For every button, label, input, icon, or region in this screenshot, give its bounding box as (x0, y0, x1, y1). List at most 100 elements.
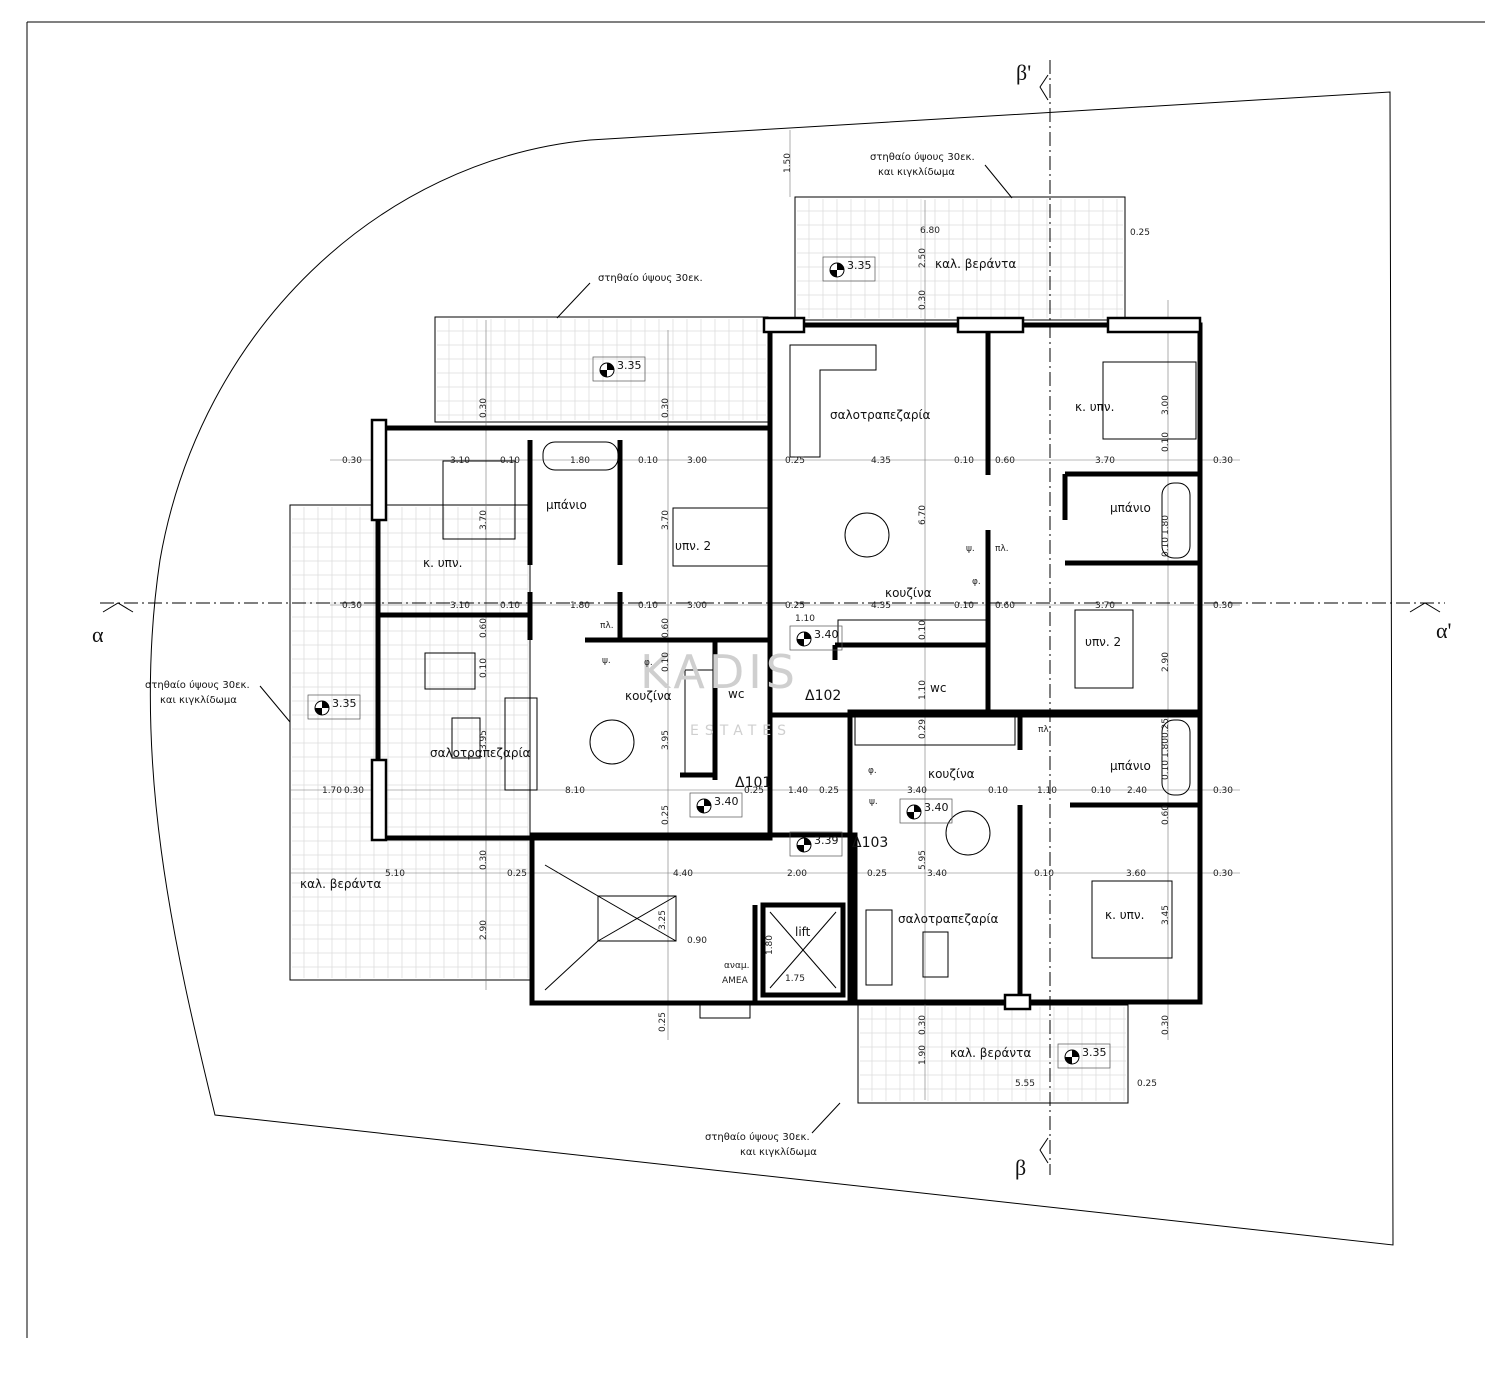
tile-grid (860, 1007, 1126, 1101)
coffee-table (922, 931, 949, 978)
dimension-label: 3.00 (687, 456, 707, 466)
level-value: 3.40 (714, 795, 739, 808)
dining-table (945, 810, 991, 856)
dimension-label: 0.90 (687, 936, 707, 946)
sofa (789, 344, 877, 458)
dimension-label: 1.80 (1161, 515, 1171, 535)
label-fridge-d101: ψ. (602, 656, 611, 666)
dimension-label: 0.10 (918, 620, 928, 640)
dimension-label: 5.10 (385, 869, 405, 879)
dimension-label: 4.40 (673, 869, 693, 879)
dimension-label: 0.30 (1161, 1015, 1171, 1035)
section-marker-b: β (1015, 1155, 1026, 1180)
label-oven-d102: φ. (972, 577, 981, 587)
label-oven-d103: φ. (868, 766, 877, 776)
dimension-label: 3.00 (1161, 395, 1171, 415)
dimension-label: 1.80 (765, 935, 775, 955)
dimension-label: 0.30 (1213, 456, 1233, 466)
dimension-label: 0.25 (1137, 1079, 1157, 1089)
dimension-label: 0.10 (1034, 869, 1054, 879)
dimension-label: 3.95 (661, 730, 671, 750)
dimension-label: 3.45 (1161, 905, 1171, 925)
bathtub (542, 441, 619, 471)
level-value: 3.40 (814, 628, 839, 641)
bed (1074, 609, 1134, 689)
room-labels: καλ. βεράντα καλ. βεράντα καλ. βεράντα σ… (300, 257, 1151, 1060)
dimension-label: 0.25 (785, 601, 805, 611)
note-parapet-bottom-2: και κιγκλίδωμα (740, 1146, 817, 1158)
dimension-label: 2.90 (479, 920, 489, 940)
apartment-d103: Δ103 (852, 835, 888, 851)
note-parapet-left-1: στηθαίο ύψους 30εκ. (145, 679, 250, 691)
level-marker: 3.35 (592, 356, 646, 382)
dimension-label: 4.35 (871, 456, 891, 466)
plot-boundary (149, 91, 1394, 1246)
level-marker: 3.35 (307, 694, 361, 720)
label-bath-d103: μπάνιο (1110, 759, 1151, 773)
veranda-bottom (857, 1004, 1129, 1104)
label-oven-d101: φ. (644, 658, 653, 668)
label-fridge-d102: ψ. (966, 544, 975, 554)
section-marker-a-prime: α' (1436, 618, 1452, 643)
label-bath-d101: μπάνιο (546, 498, 587, 512)
label-living-d103: σαλοτραπεζαρία (898, 912, 999, 926)
dimension-label: 2.90 (1161, 652, 1171, 672)
dimension-label: 0.30 (918, 1015, 928, 1035)
section-arrow-icon (102, 602, 134, 613)
dimension-label: 0.30 (1213, 786, 1233, 796)
label-kitchen-d103: κουζίνα (928, 767, 975, 781)
watermark-brand: KADIS (640, 645, 799, 699)
dimension-label: 1.70 (322, 786, 342, 796)
label-laundry-d101: πλ. (600, 621, 614, 631)
level-marker: 3.39 (789, 831, 843, 857)
level-marker: 3.40 (899, 798, 953, 824)
dining-table (589, 719, 635, 765)
dimension-label: 0.10 (500, 456, 520, 466)
dimension-label: 0.29 (918, 719, 928, 739)
level-marker: 3.40 (789, 625, 843, 651)
staircase (544, 864, 677, 991)
bed (442, 460, 516, 540)
dimension-label: 6.80 (920, 226, 940, 236)
dimension-label: 0.30 (479, 850, 489, 870)
dimension-label: 0.60 (995, 456, 1015, 466)
label-laundry-d102: πλ. (995, 544, 1009, 554)
kitchen-counter (854, 716, 1016, 746)
dimension-label: 5.95 (918, 850, 928, 870)
level-value: 3.35 (1082, 1046, 1107, 1059)
dimension-label: 0.10 (1161, 537, 1171, 557)
dimension-label: 8.10 (565, 786, 585, 796)
label-bedroom2-d101: υπν. 2 (675, 539, 711, 553)
note-parapet-top-1: στηθαίο ύψους 30εκ. (870, 151, 975, 163)
level-markers: 3.353.353.353.353.403.403.403.39 (307, 256, 1111, 1069)
dimension-label: 0.25 (785, 456, 805, 466)
level-value: 3.35 (332, 697, 357, 710)
dimension-label: 2.50 (918, 248, 928, 268)
bathtub (1161, 719, 1191, 796)
tile-grid (797, 199, 1123, 318)
bed (1102, 361, 1197, 440)
section-arrow-icon (1039, 1137, 1049, 1164)
label-living-d102: σαλοτραπεζαρία (830, 408, 931, 422)
walls (370, 316, 1203, 1019)
dimension-label: 0.10 (479, 658, 489, 678)
furniture (424, 344, 1197, 986)
bathtub (1161, 482, 1191, 559)
dimension-label: 3.70 (1095, 456, 1115, 466)
dimension-label: 3.00 (687, 601, 707, 611)
label-bath-d102: μπάνιο (1110, 501, 1151, 515)
label-kitchen-d102: κουζίνα (885, 586, 932, 600)
label-wc-d101: wc (728, 687, 744, 701)
dimension-label: 0.10 (954, 601, 974, 611)
label-veranda-top: καλ. βεράντα (935, 257, 1016, 271)
label-bedroom2-d102: υπν. 2 (1085, 635, 1121, 649)
label-living-d101: σαλοτραπεζαρία (430, 746, 531, 760)
dimension-label: 4.35 (871, 601, 891, 611)
dimension-label: 0.30 (342, 456, 362, 466)
dimension-label: 0.30 (344, 786, 364, 796)
label-disabled-lift-1: αναμ. (724, 961, 749, 971)
dimension-label: 0.25 (658, 1012, 668, 1032)
dimension-label: 1.80 (570, 601, 590, 611)
dimension-label: 3.25 (658, 910, 668, 930)
